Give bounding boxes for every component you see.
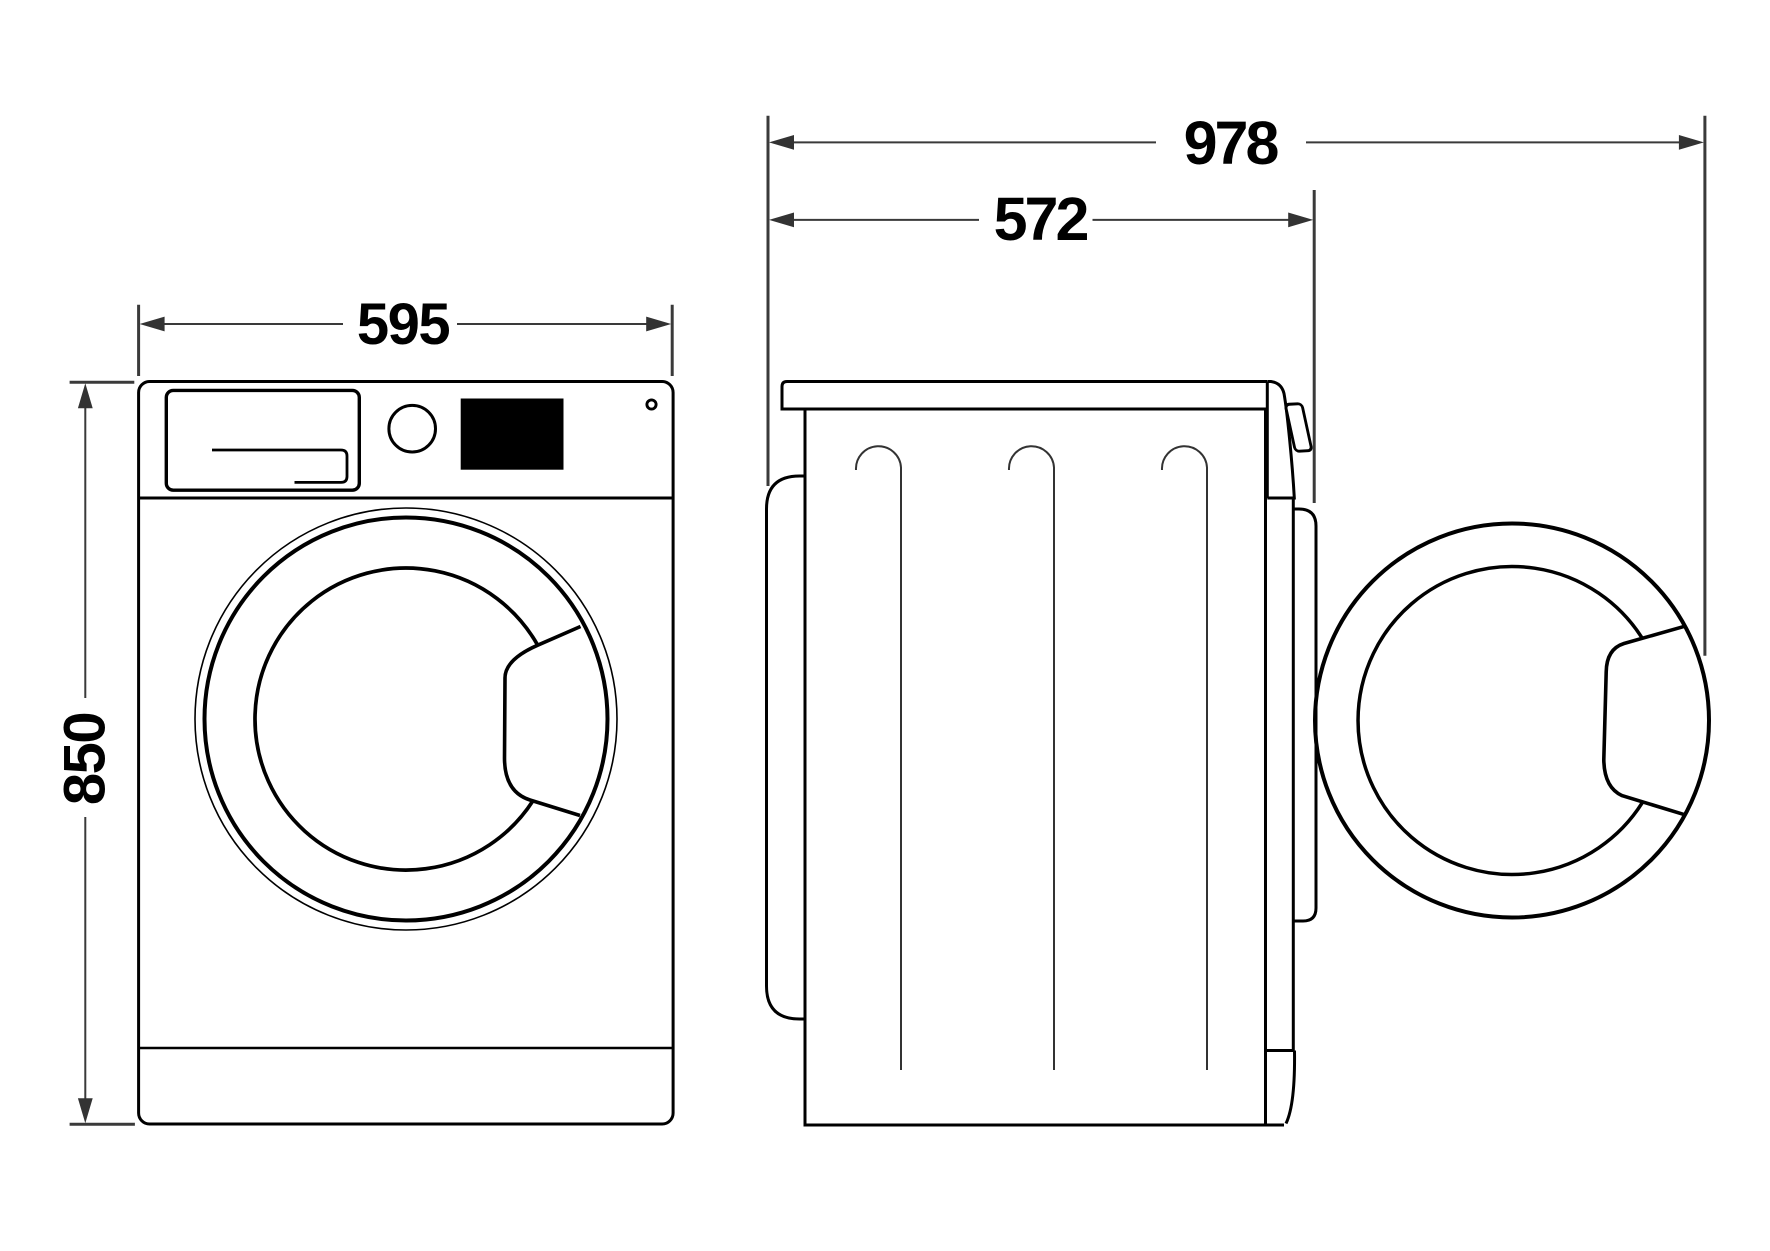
svg-text:572: 572	[994, 185, 1088, 253]
svg-text:850: 850	[53, 713, 118, 805]
svg-text:595: 595	[357, 292, 450, 357]
svg-text:978: 978	[1184, 109, 1279, 177]
